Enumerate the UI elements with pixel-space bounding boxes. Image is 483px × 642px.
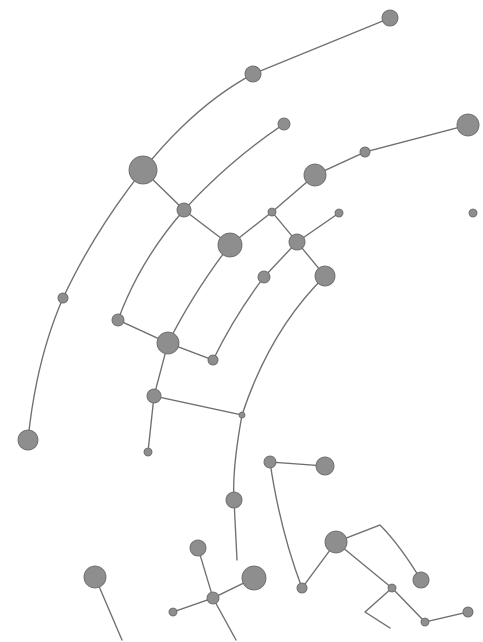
node [112,314,124,326]
node [239,412,245,418]
node [413,572,429,588]
node [297,583,307,593]
node [421,618,429,626]
node [469,209,477,217]
node [264,456,276,468]
node [325,531,347,553]
node [315,266,335,286]
node [278,118,290,130]
node [457,114,479,136]
node [463,607,473,617]
node [129,156,157,184]
node [169,608,177,616]
node [360,147,370,157]
node [316,457,334,475]
node [147,389,161,403]
node [144,448,152,456]
edge [234,212,325,560]
edge [336,542,392,628]
node [207,592,219,604]
node [157,332,179,354]
node [177,203,191,217]
node [258,271,270,283]
node [304,164,326,186]
node [208,355,218,365]
node [289,234,305,250]
node [190,540,206,556]
edge [154,396,242,415]
node [226,492,242,508]
node [245,66,261,82]
edges-layer [28,18,468,640]
node [84,566,106,588]
node [58,293,68,303]
node [218,233,242,257]
node [242,566,266,590]
edge [270,462,421,588]
node [335,209,343,217]
node [382,10,398,26]
node [388,584,396,592]
nodes-layer [18,10,479,626]
node [268,208,276,216]
node [18,430,38,450]
edge [392,588,468,622]
